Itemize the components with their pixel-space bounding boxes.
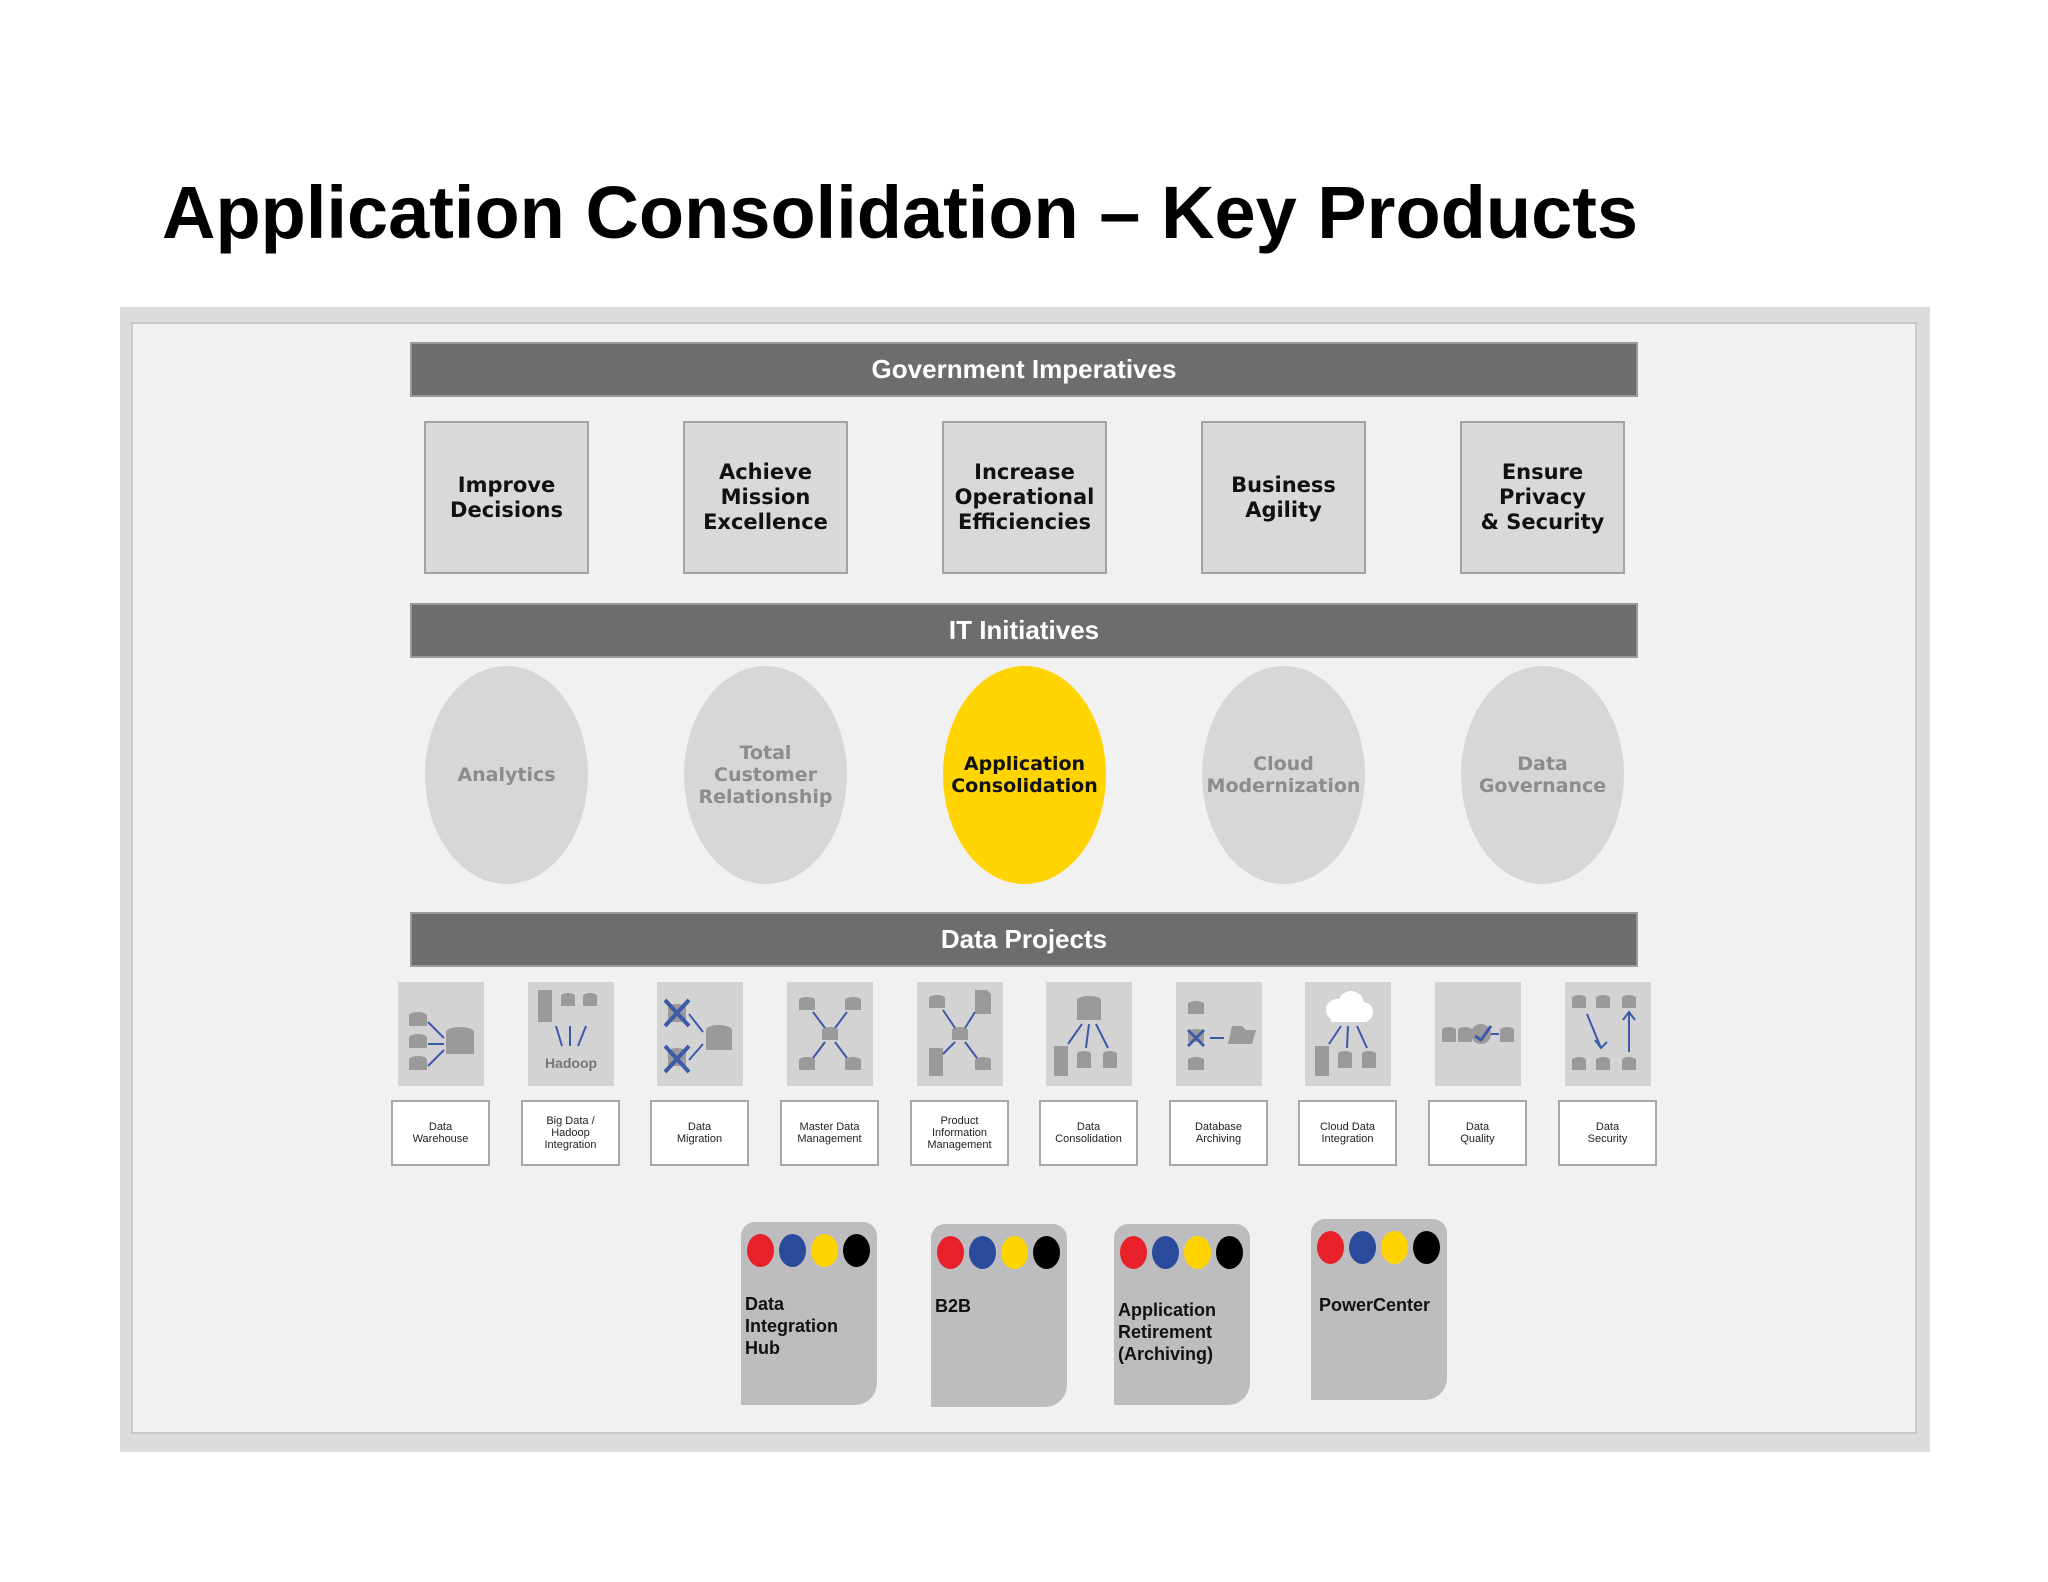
project-product-information-management: Product Information Management	[910, 1100, 1009, 1166]
initiative-customer-relationship: Total Customer Relationship	[684, 666, 847, 884]
yellow-dot	[1184, 1236, 1211, 1269]
yellow-dot	[1001, 1236, 1028, 1269]
black-dot	[1216, 1236, 1243, 1269]
initiative-data-governance: Data Governance	[1461, 666, 1624, 884]
hadoop-icon: Hadoop	[528, 982, 614, 1086]
imperative-mission-excellence: Achieve Mission Excellence	[683, 421, 848, 574]
red-dot	[1317, 1231, 1344, 1264]
product-label: PowerCenter	[1319, 1295, 1431, 1315]
project-cloud-data-integration: Cloud Data Integration	[1298, 1100, 1397, 1166]
initiative-application-consolidation: Application Consolidation	[943, 666, 1106, 884]
project-data-migration: Data Migration	[650, 1100, 749, 1166]
red-dot	[747, 1234, 774, 1267]
project-data-quality: Data Quality	[1428, 1100, 1527, 1166]
product-b2b: B2B	[931, 1224, 1067, 1407]
black-dot	[843, 1234, 870, 1267]
project-master-data-management: Master Data Management	[780, 1100, 879, 1166]
product-label: Data Integration Hub	[745, 1294, 838, 1358]
blue-dot	[969, 1236, 996, 1269]
product-info-icon	[917, 982, 1003, 1086]
red-dot	[937, 1236, 964, 1269]
blue-dot	[779, 1234, 806, 1267]
data-migration-icon	[657, 982, 743, 1086]
blue-dot	[1349, 1231, 1376, 1264]
product-label: Application Retirement (Archiving)	[1118, 1300, 1216, 1364]
data-projects-header: Data Projects	[410, 912, 1638, 967]
master-data-icon	[787, 982, 873, 1086]
government-imperatives-header: Government Imperatives	[410, 342, 1638, 397]
product-color-dots	[1120, 1236, 1248, 1269]
project-data-consolidation: Data Consolidation	[1039, 1100, 1138, 1166]
imperative-operational-efficiencies: Increase Operational Efficiencies	[942, 421, 1107, 574]
project-database-archiving: Database Archiving	[1169, 1100, 1268, 1166]
database-archiving-icon	[1176, 982, 1262, 1086]
it-initiatives-header: IT Initiatives	[410, 603, 1638, 658]
black-dot	[1033, 1236, 1060, 1269]
yellow-dot	[1381, 1231, 1408, 1264]
product-data-integration-hub: Data Integration Hub	[741, 1222, 877, 1405]
data-security-icon	[1565, 982, 1651, 1086]
product-application-retirement: Application Retirement (Archiving)	[1114, 1224, 1250, 1405]
red-dot	[1120, 1236, 1147, 1269]
page-title: Application Consolidation – Key Products	[162, 171, 1639, 254]
black-dot	[1413, 1231, 1440, 1264]
cloud-data-icon	[1305, 982, 1391, 1086]
data-warehouse-icon	[398, 982, 484, 1086]
svg-text:Hadoop: Hadoop	[545, 1055, 597, 1071]
product-color-dots	[937, 1236, 1065, 1269]
initiative-cloud-modernization: Cloud Modernization	[1202, 666, 1365, 884]
initiative-analytics: Analytics	[425, 666, 588, 884]
data-quality-icon	[1435, 982, 1521, 1086]
imperative-business-agility: Business Agility	[1201, 421, 1366, 574]
product-color-dots	[747, 1234, 875, 1267]
project-data-security: Data Security	[1558, 1100, 1657, 1166]
project-big-data-hadoop: Big Data / Hadoop Integration	[521, 1100, 620, 1166]
data-consolidation-icon	[1046, 982, 1132, 1086]
imperative-improve-decisions: Improve Decisions	[424, 421, 589, 574]
yellow-dot	[811, 1234, 838, 1267]
project-data-warehouse: Data Warehouse	[391, 1100, 490, 1166]
product-label: B2B	[935, 1296, 972, 1316]
product-powercenter: PowerCenter	[1311, 1219, 1447, 1400]
imperative-privacy-security: Ensure Privacy & Security	[1460, 421, 1625, 574]
product-color-dots	[1317, 1231, 1445, 1264]
blue-dot	[1152, 1236, 1179, 1269]
